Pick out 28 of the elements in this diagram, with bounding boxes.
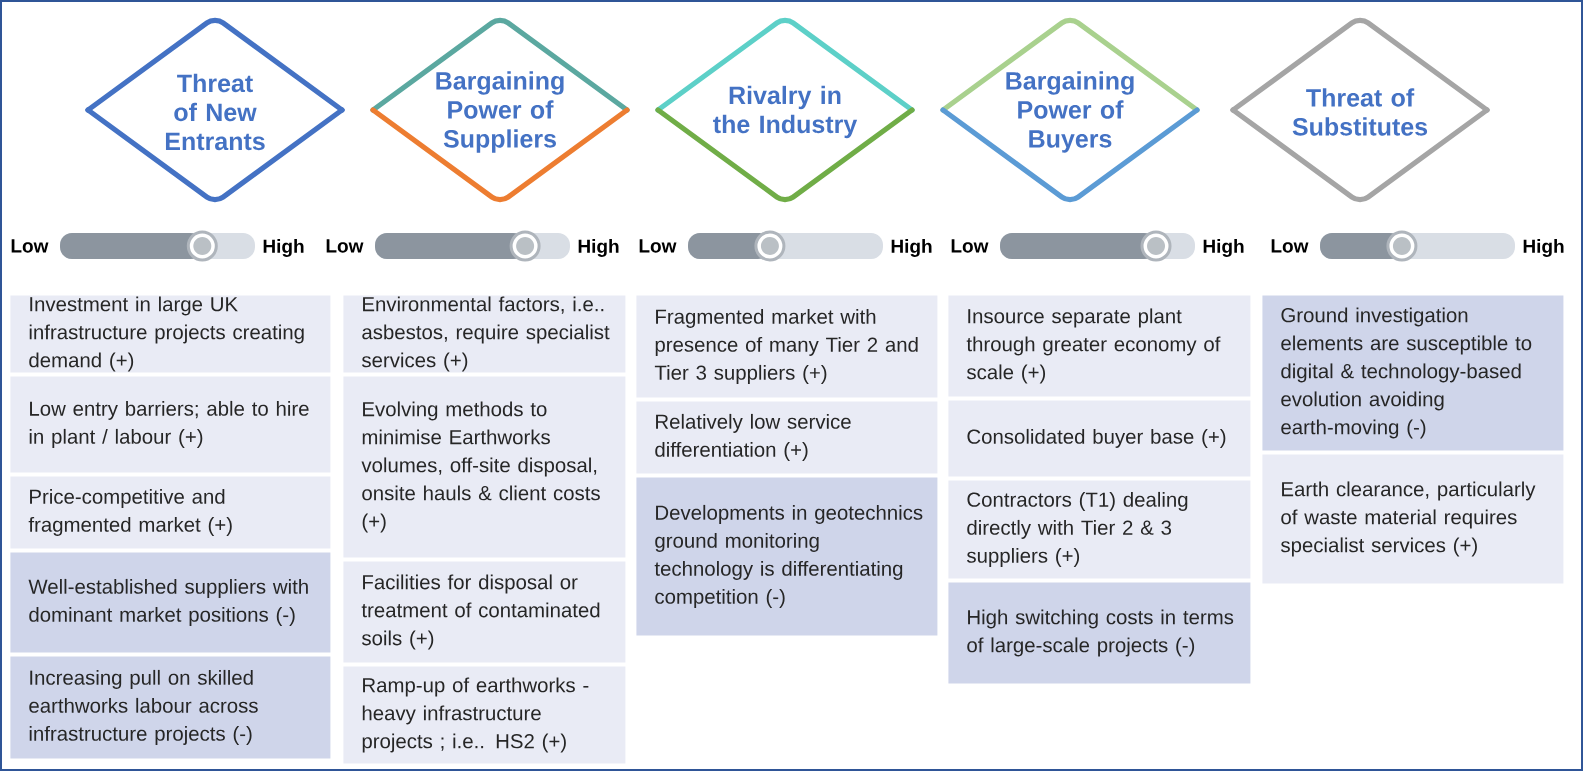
factor-card: Low entry barriers; able to hire in plant / labour (+) <box>10 376 331 473</box>
scale-label: High <box>891 239 932 257</box>
factor-card: Increasing pull on skilled earthworks labour across infrastructure projects (-) <box>10 656 331 759</box>
scale-label: High <box>263 239 304 257</box>
factor-card: Environmental factors, i.e.. asbestos, require specialist services (+) <box>343 295 626 373</box>
scale-label: Low <box>326 239 364 253</box>
scale-label: High <box>1523 239 1564 257</box>
factor-card: Well-established suppliers with dominant market positions (-) <box>10 552 331 653</box>
scale-label: Low <box>11 239 49 253</box>
factor-card: Developments in geotechnics ground monitoring technology is differentiating competition (-) <box>636 477 938 636</box>
factor-card: Price-competitive and fragmented market (+) <box>10 476 331 549</box>
factor-card: Evolving methods to minimise Earthworks volumes, off-site disposal, onsite hauls & client costs (+) <box>343 376 626 558</box>
factor-card: Ground investigation elements are susceptible to digital & technology-based evolution avoiding earth-moving (-) <box>1262 295 1564 451</box>
factor-card: Relatively low service differentiation (+) <box>636 401 938 474</box>
scale-label: Low <box>1271 239 1309 253</box>
factor-card: Consolidated buyer base (+) <box>948 400 1251 477</box>
scale-label: Low <box>639 239 677 253</box>
factor-card: Facilities for disposal or treatment of contaminated soils (+) <box>343 561 626 663</box>
factor-card: Investment in large UK infrastructure projects creating demand (+) <box>10 295 331 373</box>
factor-card: Earth clearance, particularly of waste material requires specialist services (+) <box>1262 454 1564 584</box>
factor-card: Contractors (T1) dealing directly with Tier 2 & 3 suppliers (+) <box>948 480 1251 579</box>
factor-card: Ramp-up of earthworks - heavy infrastructure projects ; i.e.. HS2 (+) <box>343 666 626 764</box>
scale-label: Low <box>951 239 989 253</box>
scale-label: High <box>578 239 619 257</box>
factor-card: High switching costs in terms of large-scale projects (-) <box>948 582 1251 684</box>
factor-card: Insource separate plant through greater economy of scale (+) <box>948 295 1251 397</box>
scale-label: High <box>1203 239 1244 257</box>
factor-card: Fragmented market with presence of many Tier 2 and Tier 3 suppliers (+) <box>636 295 938 398</box>
